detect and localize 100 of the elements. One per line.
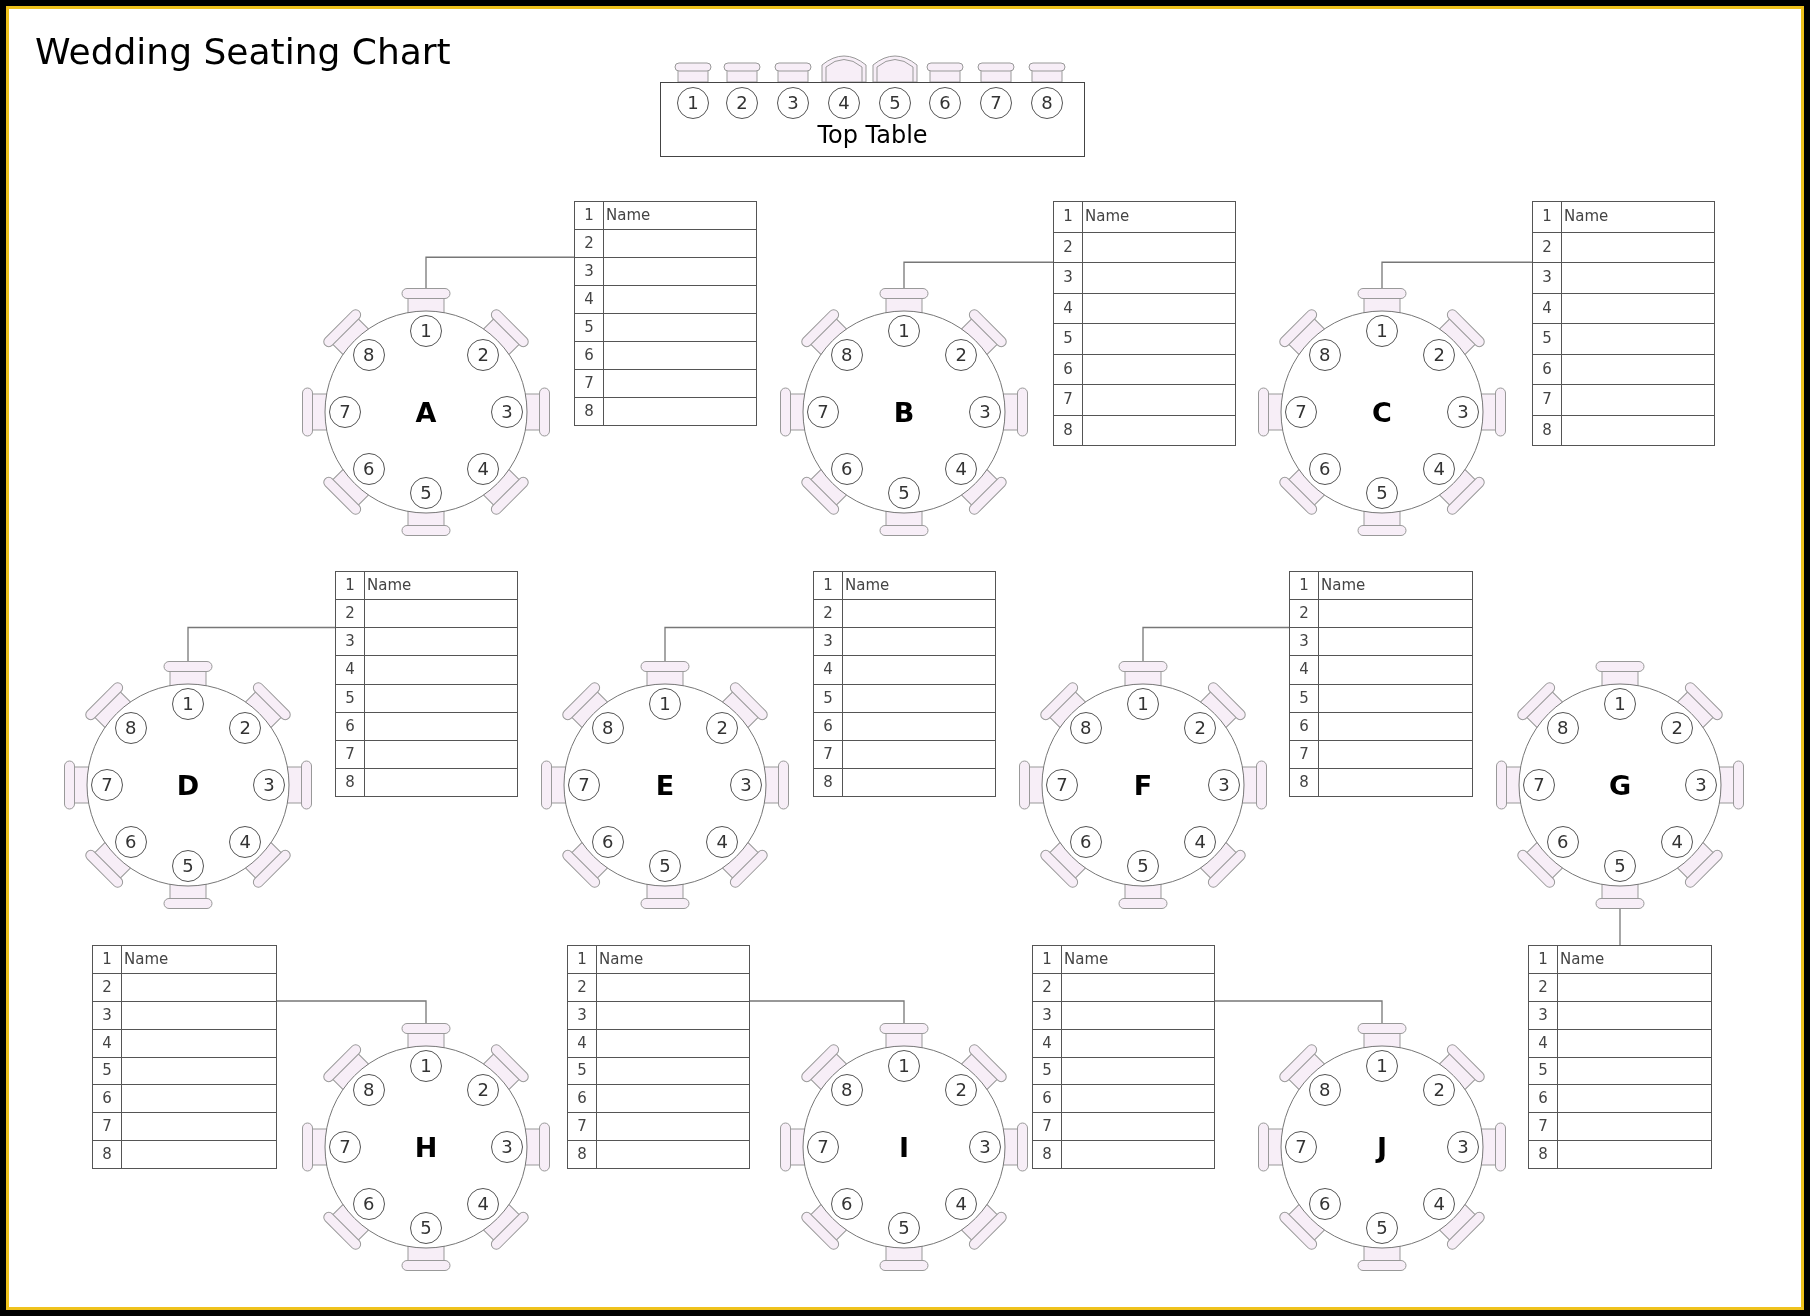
leader-line [1381,261,1533,289]
column-header: Name [1321,578,1366,594]
row-number: 3 [102,1007,112,1023]
row-number: 3 [1063,270,1073,286]
leader-line [1619,908,1621,946]
row-number: 6 [1542,361,1552,377]
leader-line [425,256,575,289]
row-number: 8 [577,1147,587,1163]
row-number: 4 [1542,300,1552,316]
column-header: Name [1085,209,1130,225]
leader-line [749,1000,905,1024]
row-number: 6 [577,1091,587,1107]
row-number: 7 [1542,392,1552,408]
table-label: B [893,398,915,426]
seat-number: 6 [929,87,961,119]
name-list [1053,201,1236,446]
round-table [1019,661,1267,909]
row-number: 1 [577,951,587,967]
leader-line [187,626,336,662]
row-number: 4 [577,1035,587,1051]
name-list [813,571,996,797]
row-number: 6 [1042,1091,1052,1107]
row-number: 1 [1538,951,1548,967]
name-list [1289,571,1473,797]
row-number: 2 [1063,239,1073,255]
seat-number: 5 [879,87,911,119]
round-table [302,1023,550,1271]
name-list [567,945,750,1169]
row-number: 4 [584,292,594,307]
row-number: 7 [823,746,833,762]
leader-line [903,261,1054,289]
row-number: 5 [577,1063,587,1079]
seat-number: 2 [726,87,758,119]
row-number: 1 [823,578,833,594]
row-number: 7 [584,376,594,391]
row-number: 6 [102,1091,112,1107]
row-number: 2 [1542,239,1552,255]
row-number: 7 [1042,1119,1052,1135]
name-list [335,571,518,797]
round-table [1496,661,1744,909]
row-number: 4 [102,1035,112,1051]
row-number: 8 [345,774,355,790]
row-number: 1 [345,578,355,594]
column-header: Name [1564,209,1609,225]
row-number: 8 [1538,1147,1548,1163]
row-number: 5 [823,690,833,706]
row-number: 2 [1538,979,1548,995]
column-header: Name [124,951,169,967]
row-number: 8 [102,1147,112,1163]
row-number: 3 [823,634,833,650]
row-number: 6 [584,348,594,363]
leader-line [664,626,814,662]
row-number: 4 [1299,662,1309,678]
table-label: G [1608,771,1632,799]
round-table [302,288,550,536]
row-number: 1 [102,951,112,967]
row-number: 2 [584,236,594,251]
leader-line [1142,626,1290,662]
seat-number: 7 [980,87,1012,119]
table-label: E [655,771,675,799]
row-number: 5 [1538,1063,1548,1079]
column-header: Name [367,578,412,594]
round-table [780,1023,1028,1271]
row-number: 1 [1299,578,1309,594]
table-label: H [414,1133,438,1161]
row-number: 2 [345,606,355,622]
column-header: Name [845,578,890,594]
leader-line [276,1000,427,1024]
row-number: 3 [1299,634,1309,650]
row-number: 4 [823,662,833,678]
row-number: 2 [1299,606,1309,622]
table-label: D [176,771,200,799]
row-number: 7 [1063,392,1073,408]
row-number: 1 [1542,209,1552,225]
row-number: 8 [823,774,833,790]
seat-number: 4 [828,87,860,119]
row-number: 5 [345,690,355,706]
leader-line [1214,1000,1383,1024]
name-list [1532,201,1715,446]
row-number: 7 [1299,746,1309,762]
row-number: 6 [1299,718,1309,734]
name-list [1528,945,1712,1169]
row-number: 3 [345,634,355,650]
column-header: Name [599,951,644,967]
name-list [1032,945,1215,1169]
round-table [1258,1023,1506,1271]
row-number: 4 [345,662,355,678]
row-number: 6 [345,718,355,734]
row-number: 5 [584,320,594,335]
top-table [660,82,1085,157]
seat-number: 1 [677,87,709,119]
row-number: 2 [102,979,112,995]
round-table [64,661,312,909]
row-number: 8 [1299,774,1309,790]
row-number: 8 [1542,422,1552,438]
row-number: 5 [1299,690,1309,706]
row-number: 1 [1042,951,1052,967]
row-number: 7 [345,746,355,762]
row-number: 3 [1538,1007,1548,1023]
row-number: 1 [584,208,594,223]
